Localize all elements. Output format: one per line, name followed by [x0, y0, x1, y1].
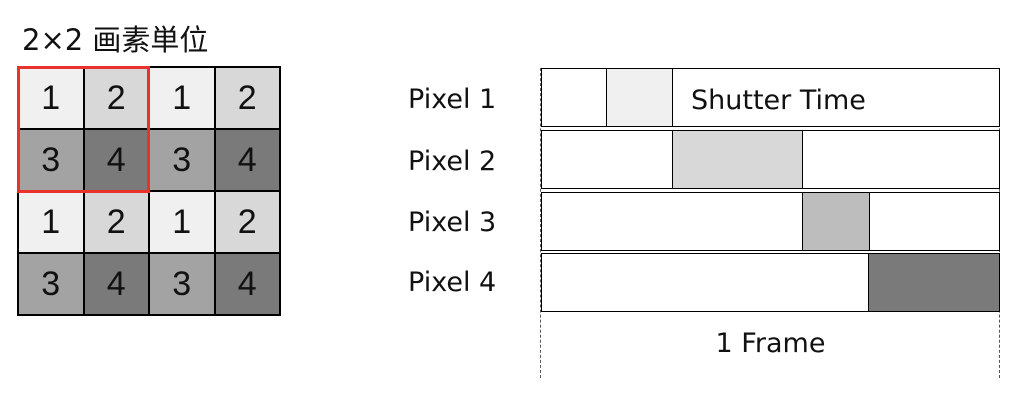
grid-cell: 3	[18, 253, 84, 315]
row-label-pixel-3: Pixel 3	[408, 207, 497, 238]
pixel-unit-title: 2×2 画素単位	[22, 23, 209, 57]
shutter-time-label: Shutter Time	[691, 85, 866, 116]
exposure-segment	[605, 69, 674, 126]
grid-cell: 2	[83, 67, 149, 129]
timing-row-pixel-2	[541, 130, 1000, 189]
grid-cell: 2	[83, 191, 149, 253]
frame-start-line	[540, 68, 541, 378]
grid-cell: 4	[83, 129, 149, 191]
grid-cell: 4	[83, 253, 149, 315]
grid-cell: 1	[18, 191, 84, 253]
grid-cell: 2	[214, 191, 280, 253]
grid-cell: 3	[18, 129, 84, 191]
grid-cell: 3	[149, 253, 215, 315]
grid-cell: 4	[214, 129, 280, 191]
row-label-pixel-4: Pixel 4	[408, 267, 497, 298]
grid-cell: 4	[214, 253, 280, 315]
row-label-pixel-2: Pixel 2	[408, 146, 497, 177]
grid-cell: 2	[214, 67, 280, 129]
row-label-pixel-1: Pixel 1	[408, 84, 497, 115]
timing-row-pixel-4	[541, 253, 1000, 312]
frame-label: 1 Frame	[715, 328, 826, 359]
grid-cell: 1	[149, 67, 215, 129]
exposure-segment	[801, 193, 870, 250]
grid-cell: 1	[149, 191, 215, 253]
timing-row-pixel-1	[541, 68, 1000, 127]
grid-cell: 3	[149, 129, 215, 191]
grid-cell: 1	[18, 67, 84, 129]
exposure-segment	[868, 254, 1000, 311]
exposure-segment	[671, 131, 804, 188]
timing-row-pixel-3	[541, 192, 1000, 251]
